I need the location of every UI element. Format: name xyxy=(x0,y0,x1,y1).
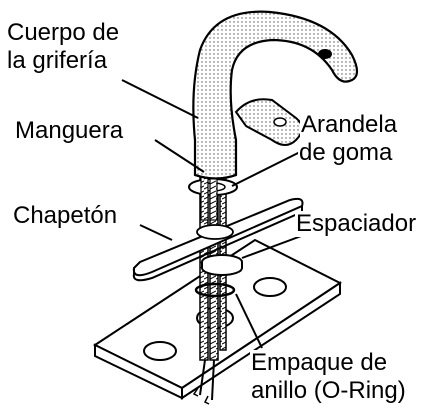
label-chapeton: Chapetón xyxy=(12,202,119,229)
label-arandela-line1: Arandela xyxy=(300,111,399,138)
label-manguera: Manguera xyxy=(14,117,125,144)
faucet-body xyxy=(192,10,359,180)
label-cuerpo-line2: la grifería xyxy=(6,47,109,74)
label-empaque-line2: anillo (O-Ring) xyxy=(250,377,407,404)
label-cuerpo-line1: Cuerpo de xyxy=(6,19,121,46)
label-arandela-line2: de goma xyxy=(298,139,394,166)
escutcheon-plate xyxy=(132,197,304,282)
spacer xyxy=(201,254,243,276)
label-espaciador: Espaciador xyxy=(295,210,418,237)
label-empaque-line1: Empaque de xyxy=(250,349,389,376)
o-ring xyxy=(194,282,236,298)
